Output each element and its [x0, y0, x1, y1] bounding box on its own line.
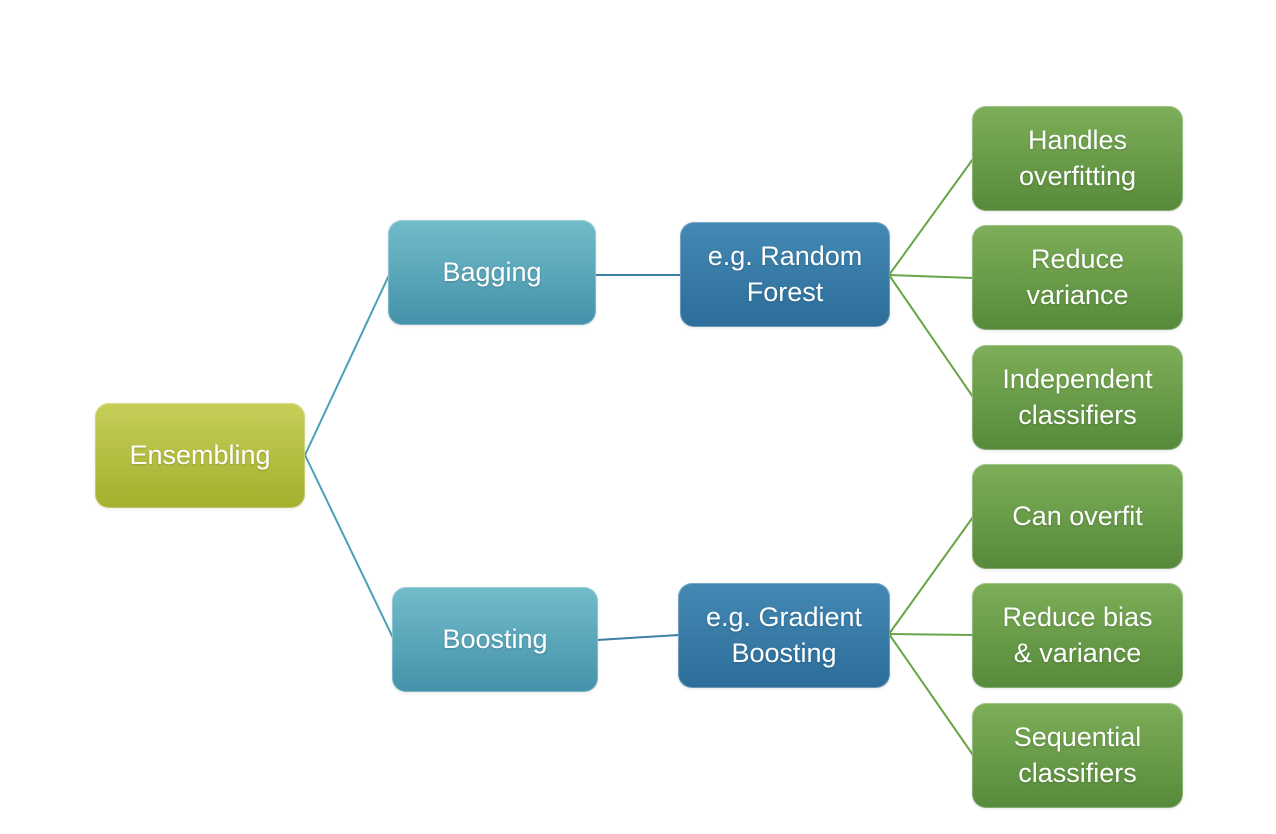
- node-leaf-can-overfit: Can overfit: [972, 464, 1183, 569]
- node-leaf-reduce-bias-variance: Reduce bias & variance: [972, 583, 1183, 688]
- node-leaf-independent-classifiers: Independent classifiers: [972, 345, 1183, 450]
- connector-gradient-boosting-to-leaf-1: [888, 516, 974, 635]
- node-example-random-forest: e.g. Random Forest: [680, 222, 890, 327]
- node-root-ensembling: Ensembling: [95, 403, 305, 508]
- node-branch-bagging: Bagging: [388, 220, 596, 325]
- connector-gradient-boosting-to-leaf-2: [888, 633, 974, 636]
- connector-random-forest-to-leaf-1: [888, 158, 974, 276]
- node-leaf-reduce-variance: Reduce variance: [972, 225, 1183, 330]
- node-example-gradient-boosting: e.g. Gradient Boosting: [678, 583, 890, 688]
- connector-root-to-boosting: [304, 454, 395, 641]
- node-leaf-handles-overfitting: Handles overfitting: [972, 106, 1183, 211]
- node-leaf-sequential-classifiers: Sequential classifiers: [972, 703, 1183, 808]
- connector-gradient-boosting-to-leaf-3: [888, 633, 974, 756]
- connector-random-forest-to-leaf-2: [888, 274, 974, 279]
- connector-root-to-bagging: [304, 272, 391, 456]
- connector-boosting-to-gradient-boosting: [596, 634, 680, 641]
- connector-random-forest-to-leaf-3: [888, 274, 974, 398]
- node-branch-boosting: Boosting: [392, 587, 598, 692]
